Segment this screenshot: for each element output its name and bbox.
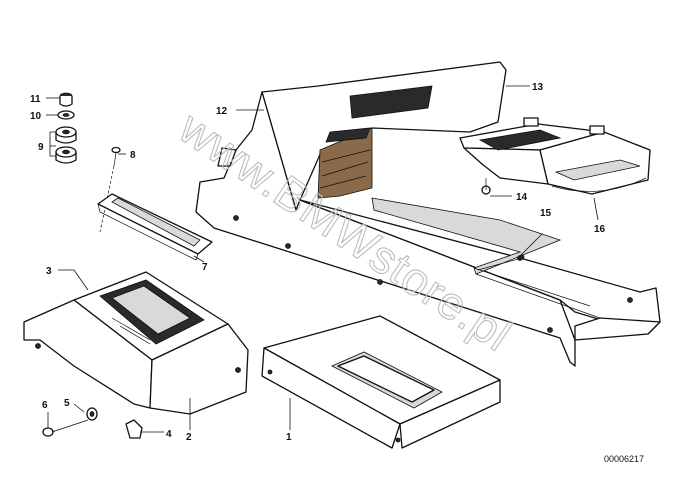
nut-part-11 bbox=[59, 92, 73, 107]
cover-plate-part-7 bbox=[97, 193, 213, 261]
callout-15: 15 bbox=[540, 208, 552, 219]
rubber-mount-part-9 bbox=[55, 126, 77, 164]
callout-2: 2 bbox=[186, 432, 192, 443]
shifter-cover-part-2 bbox=[23, 271, 249, 415]
ash-tray-insert-part-16 bbox=[459, 117, 651, 195]
washer-part-10 bbox=[57, 110, 75, 120]
center-console-part-12 bbox=[195, 61, 661, 367]
callout-11: 11 bbox=[30, 94, 41, 105]
callout-4: 4 bbox=[166, 429, 172, 440]
callout-labels: 1 2 3 4 5 6 7 8 9 10 11 12 13 14 15 16 bbox=[30, 82, 606, 443]
callout-1: 1 bbox=[286, 432, 292, 443]
callout-6: 6 bbox=[42, 400, 48, 411]
callout-7: 7 bbox=[202, 262, 208, 273]
callout-8: 8 bbox=[130, 150, 136, 161]
callout-10: 10 bbox=[30, 111, 42, 122]
callout-3: 3 bbox=[46, 266, 52, 277]
leader-lines bbox=[46, 85, 599, 433]
clip-nut-part-4 bbox=[125, 419, 143, 439]
callout-16: 16 bbox=[594, 224, 606, 235]
rail-plate-part-15 bbox=[477, 254, 525, 271]
screw-part-8 bbox=[99, 146, 121, 233]
callout-12: 12 bbox=[216, 106, 228, 117]
boot-frame-part-1 bbox=[261, 315, 501, 449]
callout-14: 14 bbox=[516, 192, 528, 203]
screw-part-6 bbox=[42, 419, 89, 437]
callout-9: 9 bbox=[38, 142, 44, 153]
callout-5: 5 bbox=[64, 398, 70, 409]
washer-part-5 bbox=[86, 407, 98, 421]
document-number: 00006217 bbox=[604, 454, 644, 464]
callout-13: 13 bbox=[532, 82, 544, 93]
screw-part-14 bbox=[481, 178, 491, 195]
